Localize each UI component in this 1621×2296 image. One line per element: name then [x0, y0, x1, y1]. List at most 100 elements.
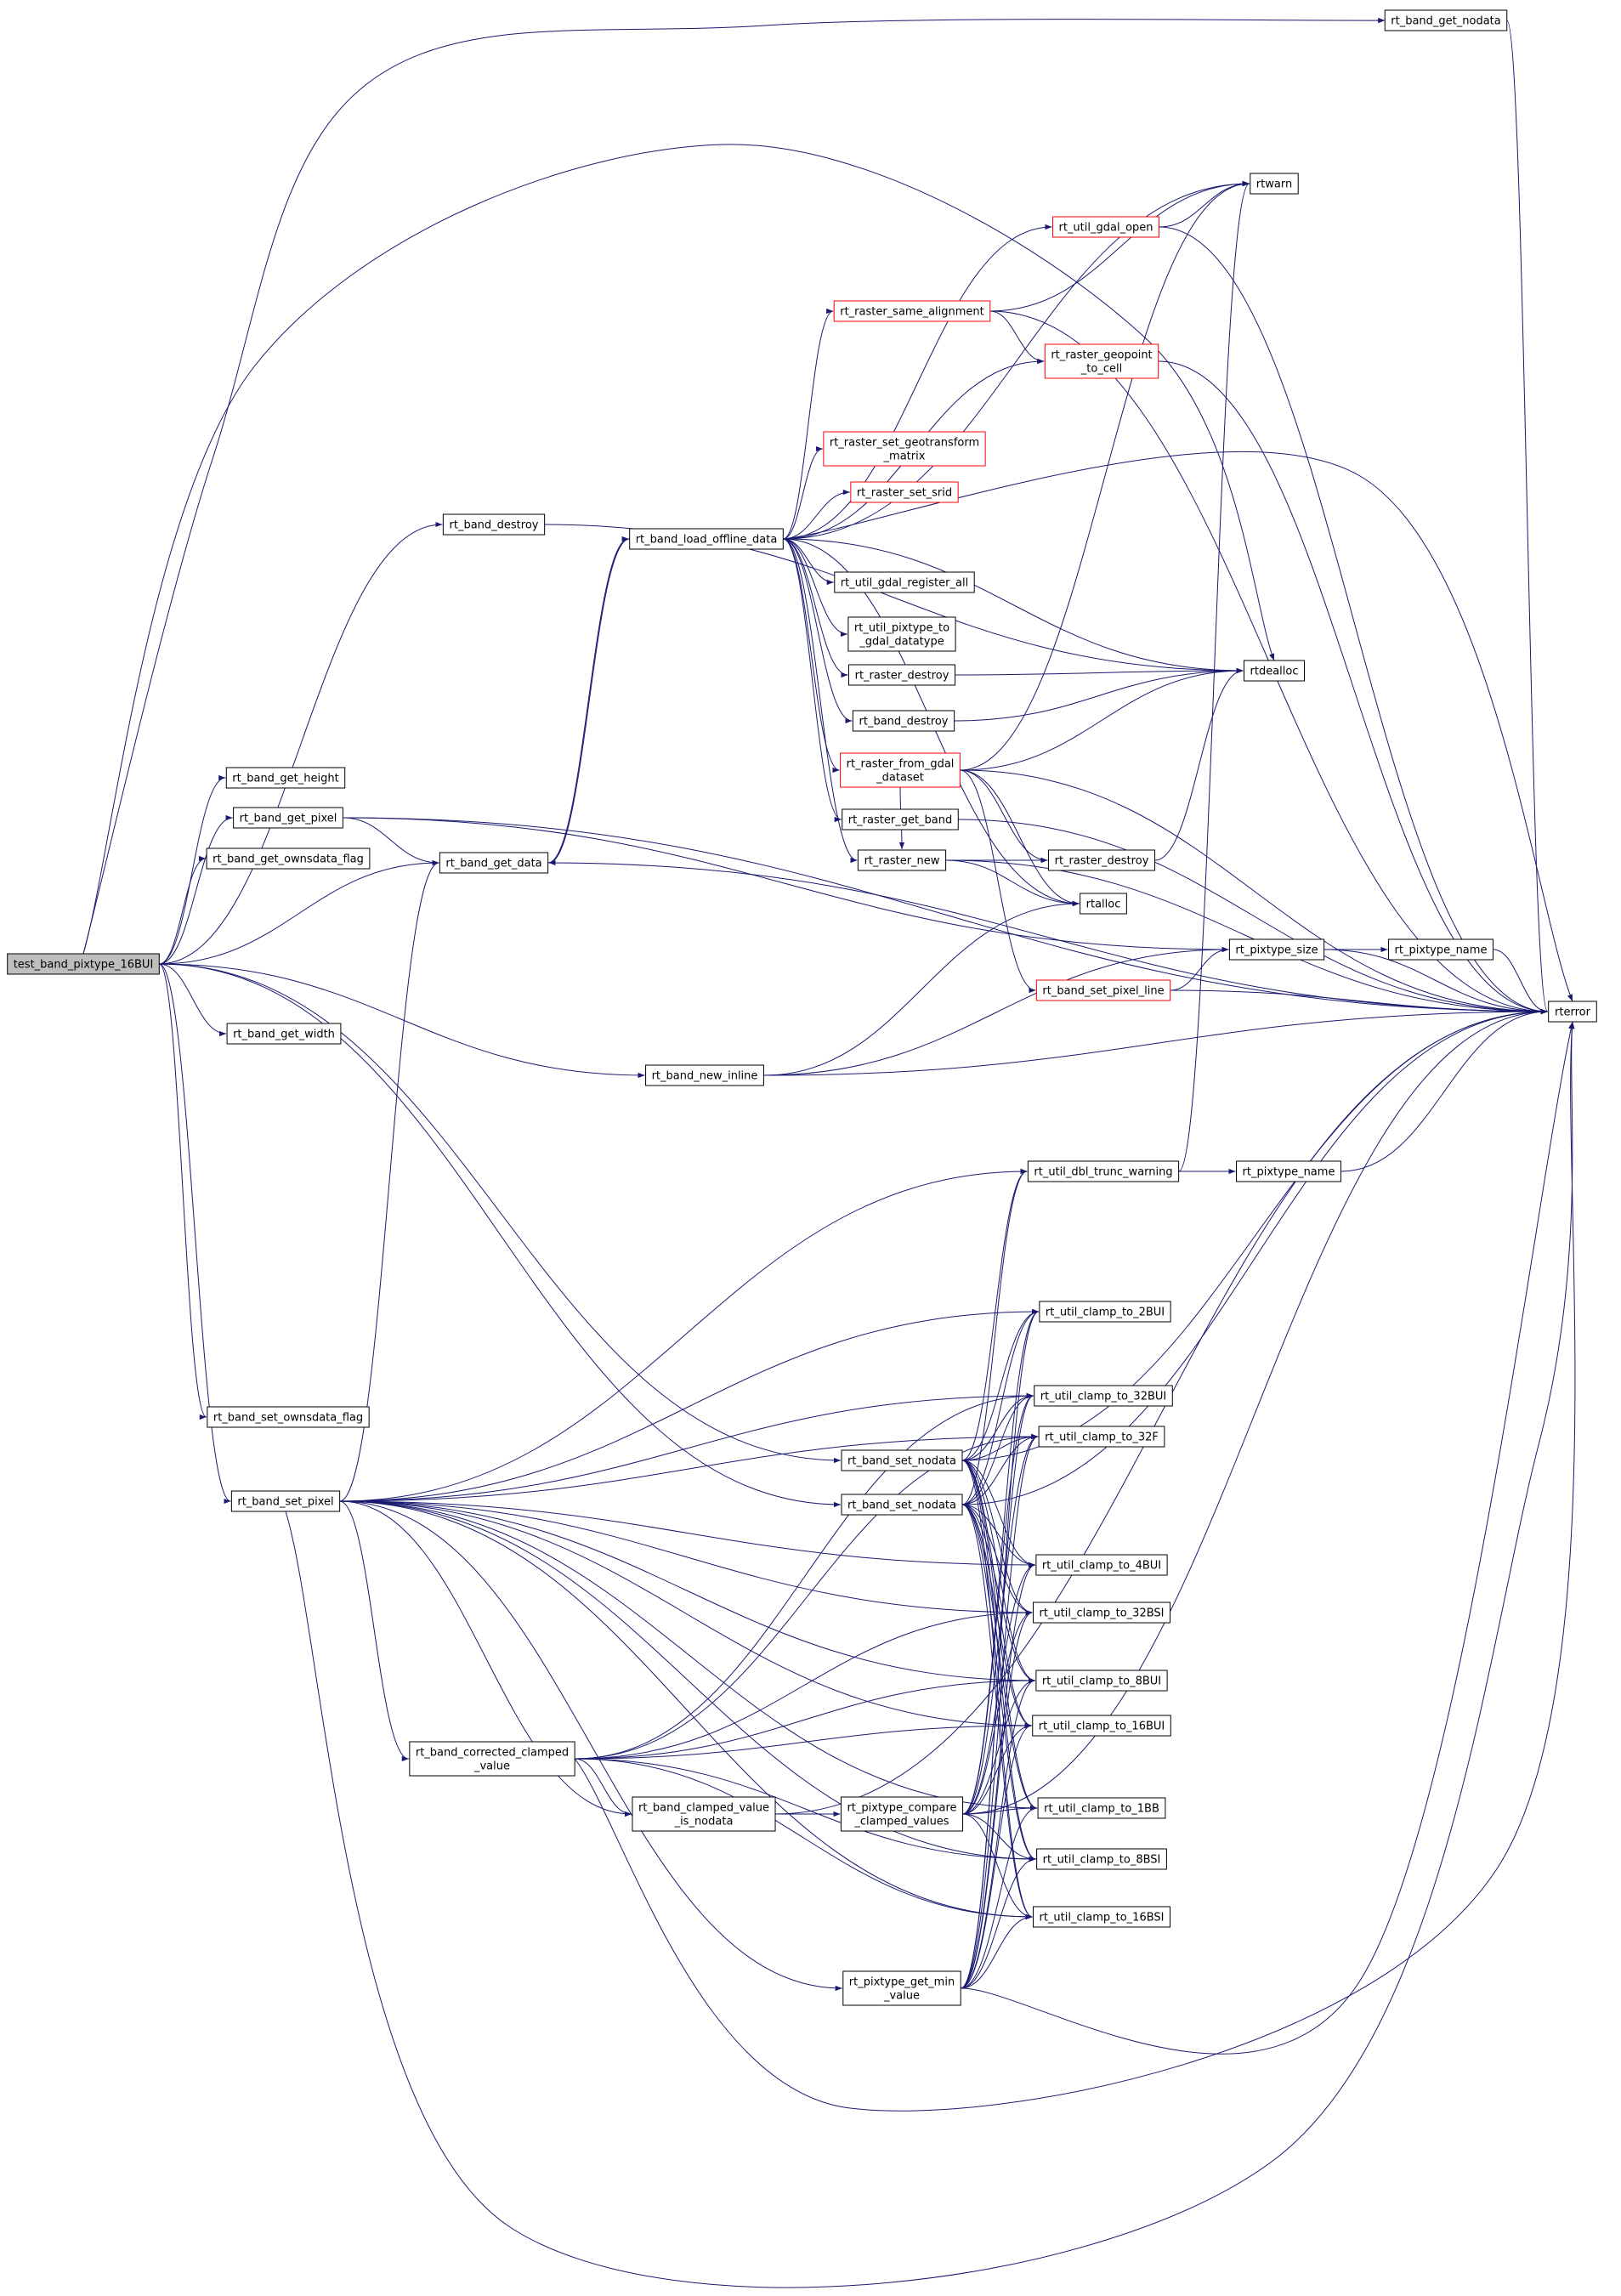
node-clamp_32F[interactable]: rt_util_clamp_to_32F — [1038, 1426, 1165, 1448]
node-box-get_nodata[interactable] — [1384, 9, 1508, 31]
node-box-raster_destroy1[interactable] — [847, 664, 956, 686]
node-box-get_width[interactable] — [226, 1023, 342, 1045]
node-same_align[interactable]: rt_raster_same_alignment — [833, 300, 991, 322]
node-box-dbl_trunc[interactable] — [1027, 1160, 1180, 1182]
node-box-get_height[interactable] — [225, 767, 346, 789]
node-raster_destroy2[interactable]: rt_raster_destroy — [1047, 849, 1156, 871]
node-box-pixtype_name2[interactable] — [1236, 1160, 1341, 1182]
node-raster_get_band[interactable]: rt_raster_get_band — [842, 808, 959, 831]
node-get_min_value[interactable]: rt_pixtype_get_min_value — [842, 1970, 961, 2006]
node-clamp_16BUI[interactable]: rt_util_clamp_to_16BUI — [1032, 1715, 1171, 1737]
node-box-rterror[interactable] — [1548, 1001, 1597, 1023]
node-raster_new[interactable]: rt_raster_new — [857, 849, 947, 871]
node-box-rtdealloc[interactable] — [1244, 660, 1305, 682]
node-compare_clamped[interactable]: rt_pixtype_compare_clamped_values — [840, 1796, 964, 1832]
node-pixtype_to_gdal[interactable]: rt_util_pixtype_to_gdal_datatype — [847, 616, 956, 652]
node-clamped_is_nodata[interactable]: rt_band_clamped_value_is_nodata — [632, 1796, 776, 1832]
node-rtdealloc[interactable]: rtdealloc — [1244, 660, 1305, 682]
node-box-rtwarn[interactable] — [1250, 173, 1299, 195]
node-get_ownsdata[interactable]: rt_band_get_ownsdata_flag — [206, 848, 371, 870]
node-clamp_8BUI[interactable]: rt_util_clamp_to_8BUI — [1035, 1670, 1168, 1692]
node-band_destroy2[interactable]: rt_band_destroy — [852, 710, 955, 732]
node-box-compare_clamped[interactable] — [840, 1796, 964, 1832]
node-box-set_pixel_line[interactable] — [1035, 979, 1171, 1001]
node-load_offline[interactable]: rt_band_load_offline_data — [629, 528, 784, 550]
node-box-rtalloc[interactable] — [1080, 893, 1127, 915]
node-dbl_trunc[interactable]: rt_util_dbl_trunc_warning — [1027, 1160, 1180, 1182]
node-rtalloc[interactable]: rtalloc — [1080, 893, 1127, 915]
node-clamp_32BUI[interactable]: rt_util_clamp_to_32BUI — [1034, 1385, 1173, 1407]
node-box-band_destroy1[interactable] — [442, 513, 546, 536]
node-box-test[interactable] — [7, 953, 160, 975]
node-pixtype_name1[interactable]: rt_pixtype_name — [1388, 938, 1493, 961]
node-box-gdal_register[interactable] — [834, 571, 975, 593]
node-get_nodata[interactable]: rt_band_get_nodata — [1384, 9, 1508, 31]
node-set_ownsdata[interactable]: rt_band_set_ownsdata_flag — [207, 1406, 370, 1428]
node-new_inline[interactable]: rt_band_new_inline — [645, 1064, 764, 1086]
node-gdal_register[interactable]: rt_util_gdal_register_all — [834, 571, 975, 593]
node-box-corrected[interactable] — [409, 1741, 575, 1777]
node-box-pixtype_to_gdal[interactable] — [847, 616, 956, 652]
node-clamp_2BUI[interactable]: rt_util_clamp_to_2BUI — [1039, 1301, 1171, 1323]
node-box-clamp_1BB[interactable] — [1037, 1797, 1166, 1819]
node-clamp_1BB[interactable]: rt_util_clamp_to_1BB — [1037, 1797, 1166, 1819]
node-gdal_open[interactable]: rt_util_gdal_open — [1051, 216, 1160, 238]
node-get_width[interactable]: rt_band_get_width — [226, 1023, 342, 1045]
node-box-geopoint[interactable] — [1044, 343, 1159, 379]
node-pixtype_size[interactable]: rt_pixtype_size — [1228, 938, 1325, 961]
node-get_height[interactable]: rt_band_get_height — [225, 767, 346, 789]
node-box-same_align[interactable] — [833, 300, 991, 322]
node-box-set_gt_matrix[interactable] — [823, 431, 986, 467]
node-box-set_nodata1[interactable] — [841, 1449, 963, 1471]
node-box-get_min_value[interactable] — [842, 1970, 961, 2006]
node-box-clamp_16BUI[interactable] — [1032, 1715, 1171, 1737]
node-set_pixel_line[interactable]: rt_band_set_pixel_line — [1035, 979, 1171, 1001]
node-box-get_ownsdata[interactable] — [206, 848, 371, 870]
node-box-clamp_8BUI[interactable] — [1035, 1670, 1168, 1692]
node-box-gdal_open[interactable] — [1051, 216, 1160, 238]
node-set_gt_matrix[interactable]: rt_raster_set_geotransform_matrix — [823, 431, 986, 467]
node-box-clamp_8BSI[interactable] — [1036, 1848, 1167, 1870]
node-get_pixel[interactable]: rt_band_get_pixel — [233, 807, 343, 829]
node-set_nodata2[interactable]: rt_band_set_nodata — [841, 1494, 963, 1516]
node-box-from_gdal[interactable] — [840, 752, 961, 788]
node-set_srid[interactable]: rt_raster_set_srid — [850, 481, 959, 503]
node-box-clamp_4BUI[interactable] — [1035, 1554, 1168, 1576]
node-box-clamp_2BUI[interactable] — [1039, 1301, 1171, 1323]
node-box-clamp_32BUI[interactable] — [1034, 1385, 1173, 1407]
node-box-raster_destroy2[interactable] — [1047, 849, 1156, 871]
node-box-load_offline[interactable] — [629, 528, 784, 550]
node-clamp_32BSI[interactable]: rt_util_clamp_to_32BSI — [1032, 1602, 1171, 1624]
node-band_destroy1[interactable]: rt_band_destroy — [442, 513, 546, 536]
node-geopoint[interactable]: rt_raster_geopoint_to_cell — [1044, 343, 1159, 379]
node-clamp_8BSI[interactable]: rt_util_clamp_to_8BSI — [1036, 1848, 1167, 1870]
node-set_pixel[interactable]: rt_band_set_pixel — [230, 1490, 341, 1512]
node-box-get_data[interactable] — [439, 852, 549, 874]
node-set_nodata1[interactable]: rt_band_set_nodata — [841, 1449, 963, 1471]
node-box-clamp_32F[interactable] — [1038, 1426, 1165, 1448]
node-box-pixtype_size[interactable] — [1228, 938, 1325, 961]
node-get_data[interactable]: rt_band_get_data — [439, 852, 549, 874]
node-clamp_4BUI[interactable]: rt_util_clamp_to_4BUI — [1035, 1554, 1168, 1576]
node-test[interactable]: test_band_pixtype_16BUI — [7, 953, 160, 975]
node-box-set_pixel[interactable] — [230, 1490, 341, 1512]
node-box-raster_get_band[interactable] — [842, 808, 959, 831]
node-from_gdal[interactable]: rt_raster_from_gdal_dataset — [840, 752, 961, 788]
node-box-get_pixel[interactable] — [233, 807, 343, 829]
node-box-new_inline[interactable] — [645, 1064, 764, 1086]
node-box-clamped_is_nodata[interactable] — [632, 1796, 776, 1832]
node-corrected[interactable]: rt_band_corrected_clamped_value — [409, 1741, 575, 1777]
node-rtwarn[interactable]: rtwarn — [1250, 173, 1299, 195]
node-box-clamp_16BSI[interactable] — [1032, 1906, 1171, 1928]
node-rterror[interactable]: rterror — [1548, 1001, 1597, 1023]
node-box-set_nodata2[interactable] — [841, 1494, 963, 1516]
node-raster_destroy1[interactable]: rt_raster_destroy — [847, 664, 956, 686]
node-box-raster_new[interactable] — [857, 849, 947, 871]
node-box-set_ownsdata[interactable] — [207, 1406, 370, 1428]
node-box-pixtype_name1[interactable] — [1388, 938, 1493, 961]
node-box-set_srid[interactable] — [850, 481, 959, 503]
node-pixtype_name2[interactable]: rt_pixtype_name — [1236, 1160, 1341, 1182]
node-clamp_16BSI[interactable]: rt_util_clamp_to_16BSI — [1032, 1906, 1171, 1928]
node-box-clamp_32BSI[interactable] — [1032, 1602, 1171, 1624]
node-box-band_destroy2[interactable] — [852, 710, 955, 732]
